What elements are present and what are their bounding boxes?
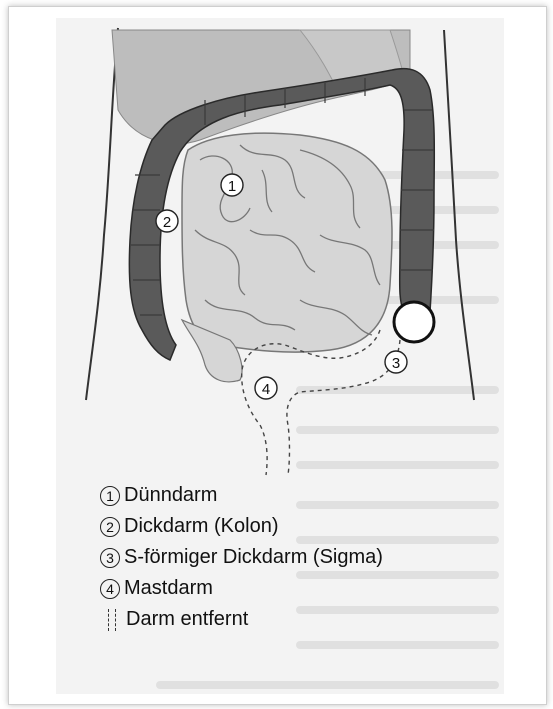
marker-3: 3 <box>385 351 407 373</box>
legend-item-duenndarm: 1 Dünndarm <box>100 480 383 511</box>
legend-number-1: 1 <box>100 486 120 506</box>
small-intestine <box>182 133 392 352</box>
marker-2: 2 <box>156 210 178 232</box>
marker-1-label: 1 <box>228 178 236 195</box>
legend-label-4: Mastdarm <box>124 577 213 600</box>
marker-3-label: 3 <box>392 355 400 372</box>
stoma-circle <box>394 302 434 342</box>
legend-label-1: Dünndarm <box>124 484 217 507</box>
legend-label-3: S-förmiger Dickdarm (Sigma) <box>124 546 383 569</box>
legend-label-2: Dickdarm (Kolon) <box>124 515 278 538</box>
marker-2-label: 2 <box>163 214 171 231</box>
legend-number-3: 3 <box>100 548 120 568</box>
legend-number-2: 2 <box>100 517 120 537</box>
legend-item-sigma: 3 S-förmiger Dickdarm (Sigma) <box>100 542 383 573</box>
legend: 1 Dünndarm 2 Dickdarm (Kolon) 3 S-förmig… <box>100 480 383 635</box>
legend-item-dickdarm: 2 Dickdarm (Kolon) <box>100 511 383 542</box>
legend-label-removed: Darm entfernt <box>126 608 248 631</box>
legend-number-4: 4 <box>100 579 120 599</box>
marker-4-label: 4 <box>262 381 270 398</box>
legend-item-mastdarm: 4 Mastdarm <box>100 573 383 604</box>
marker-4: 4 <box>255 377 277 399</box>
legend-item-removed: Darm entfernt <box>100 604 383 635</box>
marker-1: 1 <box>221 174 243 196</box>
dashed-line-icon <box>100 609 124 631</box>
